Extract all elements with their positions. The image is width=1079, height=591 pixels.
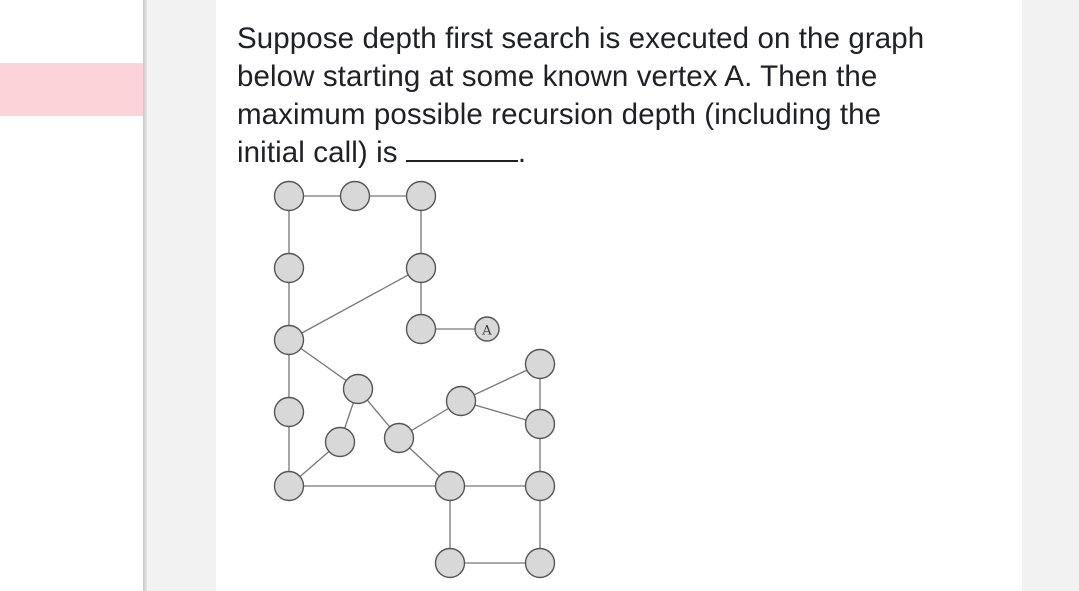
- node: [383, 422, 415, 454]
- node: [434, 547, 466, 579]
- start-node-a: [474, 316, 500, 342]
- question-line-4-text: initial call) is: [237, 136, 406, 169]
- left-gutter: [147, 0, 216, 591]
- node: [273, 470, 305, 502]
- node: [405, 252, 437, 284]
- node: [405, 180, 437, 212]
- node: [524, 408, 556, 440]
- node: [524, 470, 556, 502]
- node: [434, 470, 466, 502]
- answer-blank: [405, 136, 518, 162]
- node: [339, 180, 371, 212]
- question-line-4-end: .: [517, 136, 527, 169]
- node: [324, 426, 356, 458]
- node: [524, 348, 556, 380]
- node: [342, 373, 374, 405]
- question-card: [216, 0, 1022, 591]
- node: [273, 252, 305, 284]
- node: [524, 547, 556, 579]
- node: [445, 385, 477, 417]
- question-line-3: maximum possible recursion depth (includ…: [237, 98, 882, 131]
- node: [405, 313, 437, 345]
- graph-diagram: A: [273, 180, 556, 579]
- graph-nodes: [273, 180, 556, 579]
- node: [273, 324, 305, 356]
- node: [273, 396, 305, 428]
- edge: [288, 267, 422, 341]
- right-gutter: [1022, 0, 1079, 591]
- node: [273, 180, 305, 212]
- question-line-2: below starting at some known vertex A. T…: [237, 60, 878, 93]
- graph-edges: [288, 195, 541, 564]
- question-line-1: Suppose depth first search is executed o…: [237, 22, 925, 55]
- question-text: Suppose depth first search is executed o…: [237, 20, 997, 172]
- question-line-4: initial call) is .: [237, 134, 997, 172]
- panel-divider: [143, 0, 147, 591]
- start-node-label: A: [481, 324, 492, 339]
- selected-item-highlight[interactable]: [0, 63, 143, 116]
